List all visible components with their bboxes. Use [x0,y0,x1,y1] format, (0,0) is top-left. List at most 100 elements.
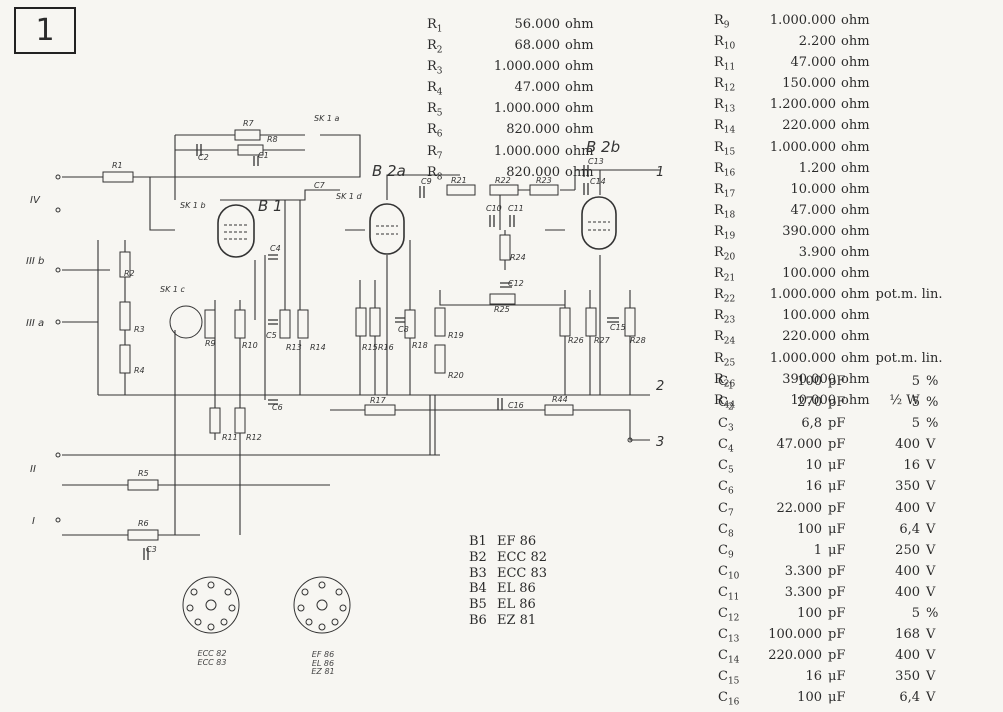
tube-symbols [217,196,617,258]
label-r10: R10 [242,341,258,350]
label-r25: R25 [494,305,510,314]
label-r14: R14 [310,343,326,352]
label-r27: R27 [594,336,611,345]
socket-label-ecc: ECC 82 ECC 83 [197,649,227,667]
label-c1: C1 [258,151,269,160]
label-c7: C7 [314,181,326,190]
label-r18: R18 [412,341,428,350]
label-c10: C10 [486,204,502,213]
label-c13: C13 [588,157,604,166]
label-r21: R21 [451,176,467,185]
input-label-iiib: III b [26,256,44,267]
tube-electrodes [224,221,610,240]
label-r3: R3 [134,325,145,334]
input-label-iiia: III a [26,318,44,329]
input-label-ii: II [30,464,36,475]
output-terminal-3: 3 [656,435,664,450]
label-r26: R26 [568,336,584,345]
label-r28: R28 [630,336,646,345]
label-c8: C8 [398,325,409,334]
tube-label-b1: B 1 [258,197,283,215]
label-r23: R23 [536,176,552,185]
label-c12: C12 [508,279,524,288]
switch-symbols [55,174,633,523]
tube-socket-diagrams [182,576,351,634]
label-c5: C5 [266,331,277,340]
label-c4: C4 [270,244,281,253]
tube-label-b2b: B 2b [586,138,620,156]
output-terminal-2: 2 [656,379,664,394]
label-c9: C9 [421,177,432,186]
label-r22: R22 [495,176,511,185]
label-c14: C14 [590,177,606,186]
label-r5: R5 [138,469,149,478]
label-r44: R44 [552,395,568,404]
label-r11: R11 [222,433,238,442]
label-r4: R4 [134,366,145,375]
label-r19: R19 [448,331,464,340]
label-r15: R15 [362,343,378,352]
switch-label-sk1b: SK 1 b [180,201,206,210]
page-number-box: 1 [14,7,76,54]
label-c2: C2 [198,153,209,162]
capacitor-symbols [143,144,619,560]
label-c11: C11 [508,204,524,213]
socket-label-ef-el-ez: EF 86 EL 86 EZ 81 [311,650,335,676]
label-r7: R7 [243,119,255,128]
resistor-symbols [102,129,636,541]
label-r8: R8 [267,135,278,144]
switch-label-sk1d: SK 1 d [336,192,363,201]
label-r12: R12 [246,433,262,442]
input-label-iv: IV [30,195,41,206]
page-number: 1 [35,13,55,48]
label-r9: R9 [205,339,216,348]
switch-label-sk1a: SK 1 a [314,114,340,123]
output-terminal-1: 1 [656,165,664,180]
label-r24: R24 [510,253,526,262]
schematic-labels: B 1 B 2a B 2b IV III b III a II I 1 2 3 … [26,114,664,554]
